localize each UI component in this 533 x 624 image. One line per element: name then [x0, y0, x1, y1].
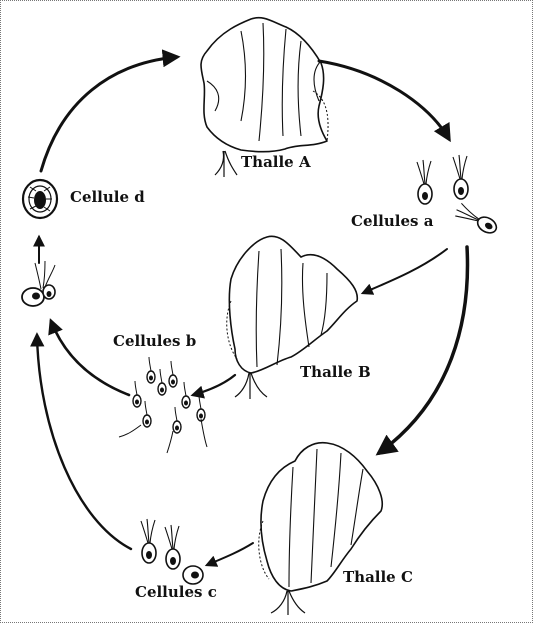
label-thalle-a: Thalle A	[241, 153, 311, 171]
cellules-c-group	[141, 519, 203, 584]
thallus-c	[259, 443, 382, 615]
label-cellules-a: Cellules a	[351, 212, 433, 230]
zygote-cell-d	[23, 180, 57, 218]
cell-c-round	[183, 566, 203, 584]
label-cellules-c: Cellules c	[135, 583, 217, 601]
label-cellules-b: Cellules b	[113, 332, 196, 350]
cellules-b-group	[119, 357, 207, 453]
label-thalle-c: Thalle C	[343, 568, 413, 586]
fusing-gametes	[22, 261, 55, 306]
label-cellule-d: Cellule d	[70, 188, 145, 206]
label-thalle-b: Thalle B	[300, 363, 371, 381]
